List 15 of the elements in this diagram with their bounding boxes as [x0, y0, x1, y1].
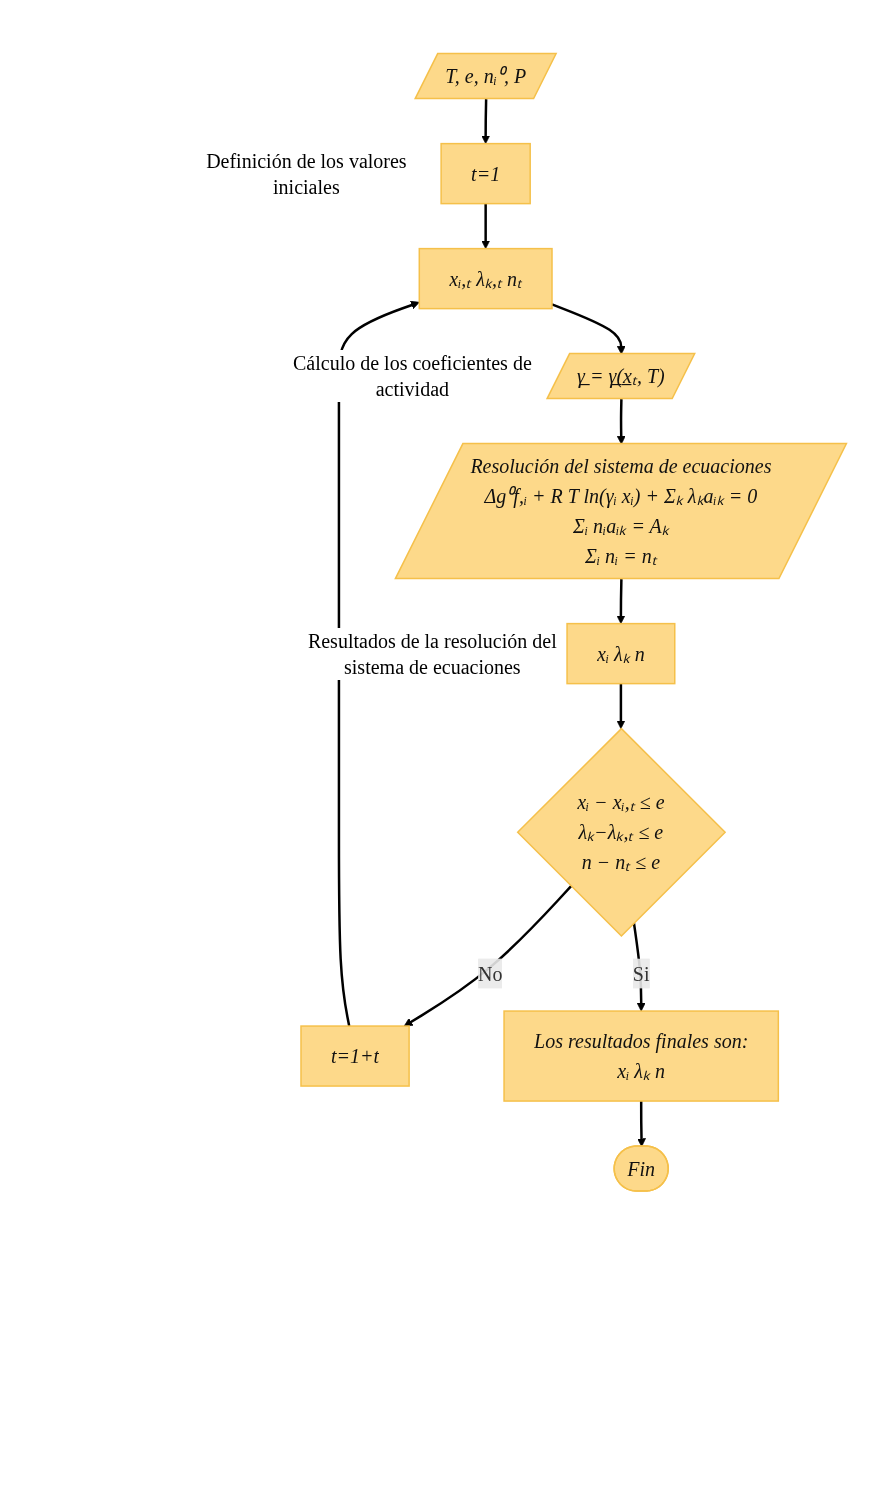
node-caption: Resultados de la resolución del sistema de ecuaciones — [307, 627, 558, 680]
arrow — [404, 885, 573, 1027]
arrow — [481, 99, 491, 144]
arrow — [481, 203, 491, 249]
node-box: xᵢ,ₜ λₖ,ₜ nₜ — [418, 247, 554, 310]
arrow — [616, 579, 626, 624]
arrow — [616, 683, 626, 729]
edge-label: Si — [633, 962, 650, 985]
arrow — [637, 1101, 647, 1147]
node-box: t=1+t — [300, 1025, 411, 1087]
node-box: t=1 — [440, 142, 532, 205]
node-box: Los resultados finales son: xᵢ λₖ n — [503, 1010, 780, 1102]
node-box: xᵢ λₖ n — [566, 622, 676, 685]
node-diamond: xᵢ − xᵢ,ₜ ≤ e λₖ−λₖ,ₜ ≤ e n − nₜ ≤ e — [516, 727, 727, 938]
edge-label: No — [478, 962, 503, 985]
